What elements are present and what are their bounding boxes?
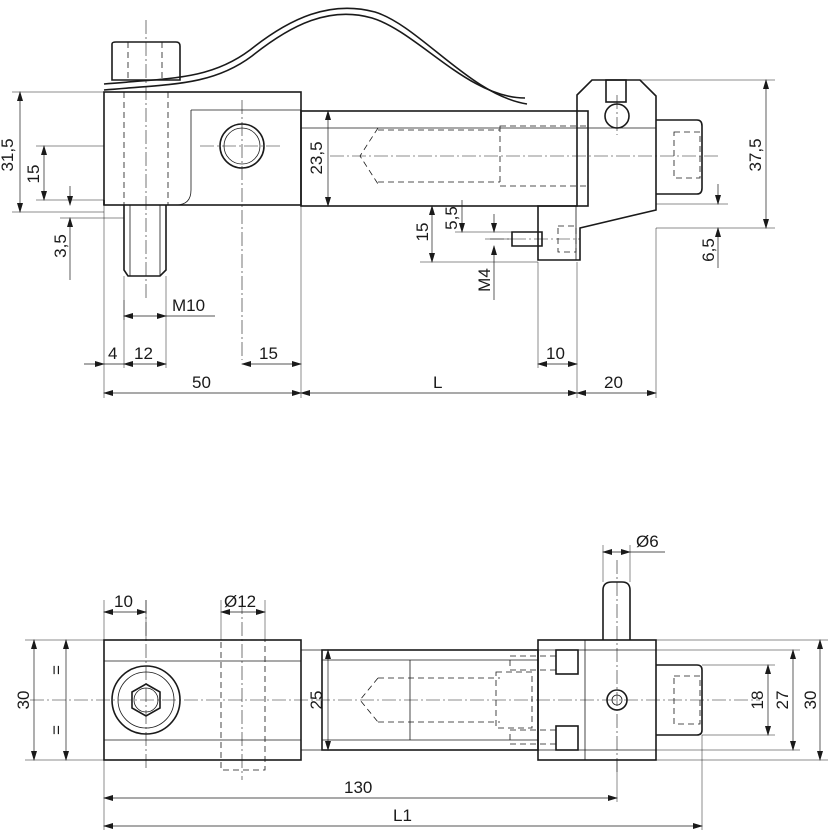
m10-stud [123, 205, 167, 277]
dim-27: 27 [773, 691, 792, 710]
dim-15-mid: 15 [413, 223, 432, 242]
dim-23-5: 23,5 [307, 141, 326, 174]
dim-130: 130 [344, 778, 372, 797]
dim-l1: L1 [393, 806, 412, 825]
top-view: 31,5 15 3,5 23,5 15 5,5 M4 37,5 [0, 7, 775, 398]
dim-eq-bottom: = [47, 725, 66, 735]
dim-m4: M4 [475, 268, 494, 292]
dim-eq-top: = [47, 665, 66, 675]
set-screw [605, 79, 627, 103]
dim-dia6: Ø6 [636, 532, 659, 551]
spring-leaf [103, 7, 528, 105]
dim-3-5: 3,5 [51, 234, 70, 258]
body-tube [300, 110, 589, 207]
bottom-head [537, 639, 657, 761]
dim-25: 25 [307, 691, 326, 710]
dim-30-left: 30 [14, 691, 33, 710]
dim-15-left: 15 [24, 165, 43, 184]
dim-30-right: 30 [801, 691, 820, 710]
dim-m10: M10 [172, 296, 205, 315]
dim-20: 20 [604, 373, 623, 392]
dim-6-5: 6,5 [699, 238, 718, 262]
dim-37-5: 37,5 [746, 138, 765, 171]
dim-l: L [433, 373, 442, 392]
pin [602, 581, 631, 640]
cap-screw-head [111, 41, 181, 81]
head-block [537, 79, 657, 261]
dim-15-bottom: 15 [259, 344, 278, 363]
left-block [103, 91, 302, 206]
dim-4: 4 [108, 344, 117, 363]
dim-50: 50 [192, 373, 211, 392]
m4-screw [511, 231, 543, 247]
dim-18: 18 [748, 691, 767, 710]
dim-10: 10 [546, 344, 565, 363]
dim-dia12: Ø12 [224, 592, 256, 611]
bottom-view: 10 Ø12 Ø6 30 = = 25 18 27 [14, 532, 828, 830]
end-knob [656, 119, 703, 195]
dim-5-5: 5,5 [442, 206, 461, 230]
bottom-end-knob [656, 664, 703, 736]
dim-bv-10: 10 [114, 592, 133, 611]
dim-31-5: 31,5 [0, 138, 17, 171]
dim-12: 12 [134, 344, 153, 363]
